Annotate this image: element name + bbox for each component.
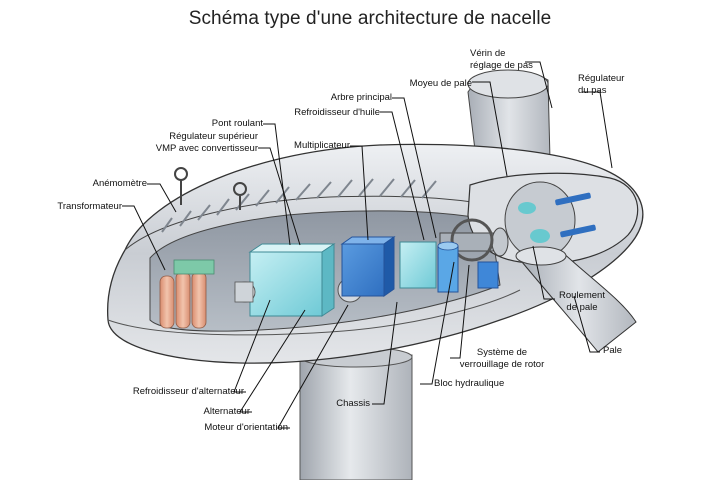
label-refroidisseur-alternateur: Refroidisseur d'alternateur bbox=[132, 386, 244, 397]
label-bloc-hydraulique: Bloc hydraulique bbox=[434, 378, 505, 389]
label-regulateur-superieur: Régulateur supérieur VMP avec convertiss… bbox=[155, 131, 258, 154]
lower-blade bbox=[515, 246, 637, 353]
leader-lines bbox=[122, 61, 613, 429]
tower bbox=[299, 346, 413, 480]
label-anemometre: Anémomètre bbox=[92, 178, 147, 189]
label-transformateur: Transformateur bbox=[57, 201, 122, 212]
label-arbre: Arbre principal bbox=[330, 92, 392, 103]
label-pont-roulant: Pont roulant bbox=[211, 118, 263, 129]
gearbox bbox=[340, 236, 396, 297]
anemometer bbox=[174, 167, 247, 210]
transformer bbox=[159, 259, 215, 329]
label-systeme-verrouillage: Système de verrouillage de rotor bbox=[459, 347, 545, 370]
label-refroidisseur-huile: Refroidisseur d'huile bbox=[294, 107, 380, 118]
label-regulateur-pas: Régulateur du pas bbox=[578, 73, 625, 96]
label-verin: Vérin de réglage de pas bbox=[470, 48, 533, 71]
label-moteur-orientation: Moteur d'orientation bbox=[204, 422, 288, 433]
label-pale: Pale bbox=[603, 345, 623, 356]
hydraulic-components bbox=[399, 241, 499, 293]
label-alternateur: Alternateur bbox=[203, 406, 250, 417]
label-moyeu: Moyeu de pale bbox=[409, 78, 472, 89]
label-chassis: Chassis bbox=[336, 398, 370, 409]
label-multiplicateur: Multiplicateur bbox=[294, 140, 350, 151]
diagram-title: Schéma type d'une architecture de nacell… bbox=[188, 8, 552, 29]
label-roulement: Roulement de pale bbox=[559, 290, 605, 313]
